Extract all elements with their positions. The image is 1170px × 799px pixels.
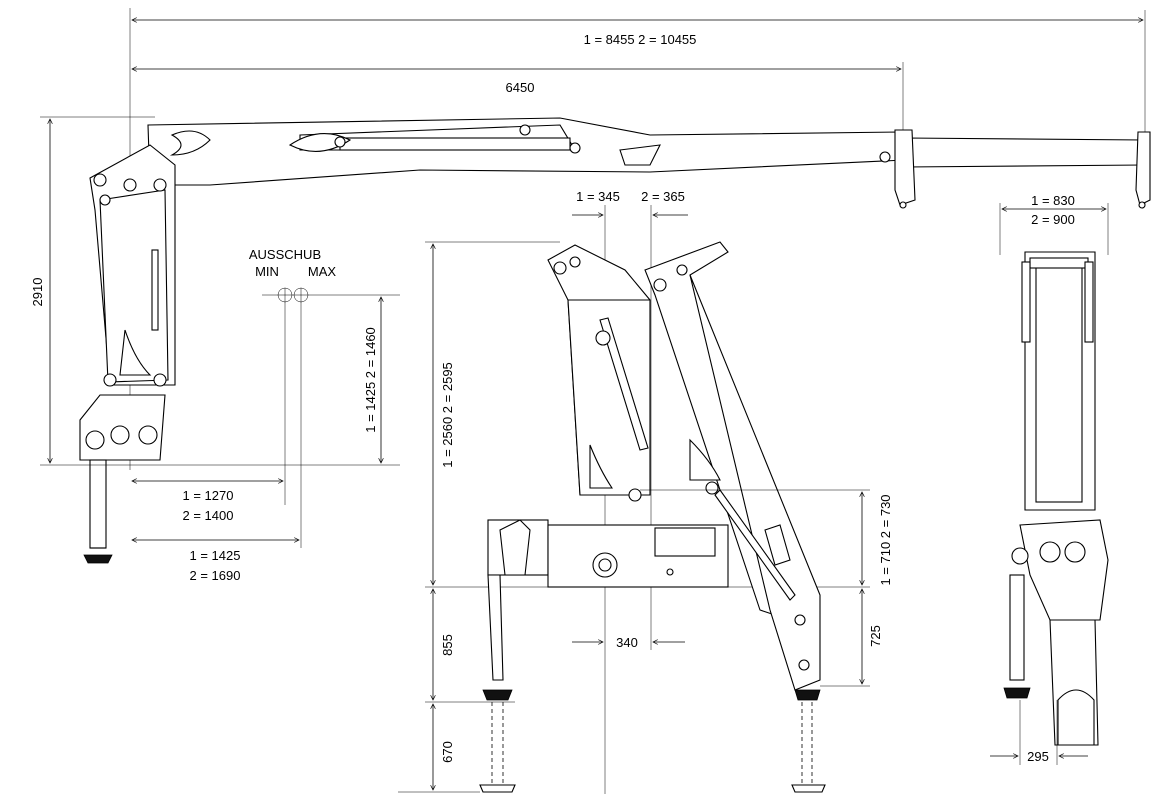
extended-crane-view: 1 = 8455 2 = 10455 6450 <box>30 8 1151 583</box>
crane-column <box>89 144 176 387</box>
column-offset-1-label: 1 = 345 <box>576 189 620 204</box>
side-width-1-label: 1 = 830 <box>1031 193 1075 208</box>
main-boom <box>147 117 1151 209</box>
reach-min-2-label: 2 = 1400 <box>183 508 234 523</box>
boom-length-label: 6450 <box>506 80 535 95</box>
stroke-title-label: AUSSCHUB <box>249 247 321 262</box>
folded-crane-view: 1 = 345 2 = 365 1 = 2560 2 = 2595 <box>398 189 893 794</box>
folded-height-label: 1 = 2560 2 = 2595 <box>440 362 455 468</box>
folded-inner-boom <box>644 241 821 691</box>
leg-height-label: 855 <box>440 634 455 656</box>
stroke-height-dimension: 1 = 1425 2 = 1460 <box>363 297 381 463</box>
leg-extension-label: 670 <box>440 741 455 763</box>
total-height-dimension: 2910 <box>30 116 400 466</box>
pivot-height-label: 1 = 710 2 = 730 <box>878 494 893 585</box>
reach-min-dimension: 1 = 1270 2 = 1400 <box>132 481 283 523</box>
base-center-dimension: 340 <box>572 635 685 650</box>
overall-length-dimension: 1 = 8455 2 = 10455 <box>129 8 1146 470</box>
stroke-height-label: 1 = 1425 2 = 1460 <box>363 327 378 433</box>
base-height-dimension: 725 <box>820 589 883 687</box>
reach-max-1-label: 1 = 1425 <box>190 548 241 563</box>
reach-max-2-label: 2 = 1690 <box>190 568 241 583</box>
reach-min-1-label: 1 = 1270 <box>183 488 234 503</box>
folded-column <box>547 244 651 502</box>
column-offset-2-label: 2 = 365 <box>641 189 685 204</box>
folded-base-frame <box>487 519 729 588</box>
side-width-2-label: 2 = 900 <box>1031 212 1075 227</box>
stroke-max-label: MAX <box>308 264 337 279</box>
base-height-label: 725 <box>868 625 883 647</box>
side-boom-pack <box>1011 251 1109 746</box>
overall-length-label: 1 = 8455 2 = 10455 <box>584 32 697 47</box>
side-leg <box>1003 574 1031 699</box>
side-leg-offset-label: 295 <box>1027 749 1049 764</box>
total-height-label: 2910 <box>30 278 45 307</box>
folded-legs <box>479 574 826 793</box>
pivot-height-dimension: 1 = 710 2 = 730 <box>640 489 893 586</box>
side-view: 1 = 830 2 = 900 <box>990 193 1109 765</box>
base-center-label: 340 <box>616 635 638 650</box>
stroke-min-label: MIN <box>255 264 279 279</box>
leg-extension-dimension: 670 <box>398 704 480 793</box>
side-width-dimension: 1 = 830 2 = 900 <box>999 193 1109 255</box>
leg-height-dimension: 855 <box>425 589 515 703</box>
stroke-indicator: AUSSCHUB MIN MAX <box>249 247 400 548</box>
column-offset-dimension: 1 = 345 2 = 365 <box>572 189 688 794</box>
crane-base <box>79 394 166 564</box>
reach-max-dimension: 1 = 1425 2 = 1690 <box>132 540 299 583</box>
side-leg-offset-dimension: 295 <box>990 700 1088 765</box>
